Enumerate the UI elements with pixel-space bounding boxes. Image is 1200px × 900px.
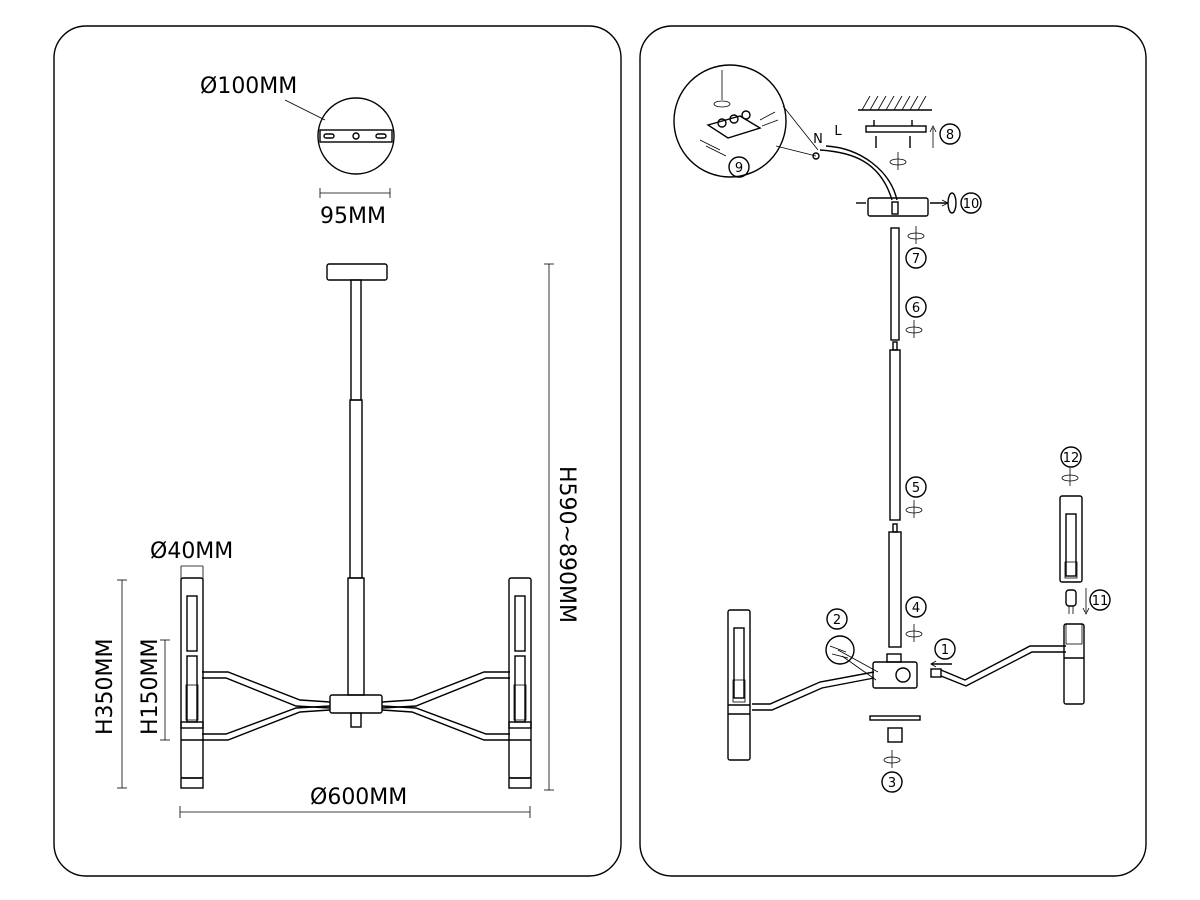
step-10-callout [960,192,982,214]
rotate-icon [883,152,1079,768]
terminal-detail-view [673,64,787,178]
svg-text:1: 1 [941,643,949,658]
svg-text:6: 6 [912,301,920,316]
canopy [326,263,388,281]
total-height-label: H590~890MM [554,466,579,623]
step-6-callout [905,296,927,318]
svg-text:12: 12 [1063,451,1080,466]
shade-diameter-label: Ø40MM [150,539,233,564]
step-1-callout [934,638,956,660]
canopy-diameter-label: Ø100MM [200,74,297,99]
arm-left-lower [202,709,331,741]
step-2-callout [826,608,848,630]
right-arm [940,645,1066,681]
svg-text:5: 5 [912,481,920,496]
rod-sleeve [347,577,365,696]
step-callouts: 1 2 3 4 5 6 7 8 9 10 11 12 [728,123,1111,793]
arm-right-lower [381,709,510,741]
dimension-drawing: Ø100MM 95MM [93,74,579,818]
dimensions-panel [53,25,622,877]
arm-height-outer-label: H350MM [93,639,118,736]
rod-lower [888,531,902,648]
svg-text:10: 10 [963,197,980,212]
wire-detail-view [825,635,855,665]
step-4-callout [905,596,927,618]
hub-cover-plate [869,715,921,721]
svg-text:7: 7 [912,252,920,267]
mounting-bracket [865,125,927,133]
right-shade-base [1063,623,1085,705]
step-5-callout [905,476,927,498]
hub [329,694,383,714]
canopy-nut [947,192,957,214]
mounting-bar [319,129,393,143]
arm-height-inner-label: H150MM [138,639,163,736]
svg-text:11: 11 [1092,594,1109,609]
lower-rod [349,399,363,579]
svg-text:L: L [834,124,842,139]
svg-text:3: 3 [888,776,896,791]
step-3-callout [881,771,903,793]
arm-right-upper [381,671,510,703]
svg-text:4: 4 [912,601,920,616]
step-7-callout [905,247,927,269]
step-11-callout [1089,589,1111,611]
assembly-drawing: N L [673,64,1111,793]
svg-text:8: 8 [946,128,954,143]
canopy-side-view [867,197,929,217]
shade-left [180,577,204,789]
leader-line [284,99,326,121]
left-arm [752,671,875,705]
rod-middle [889,349,901,521]
detached-shade [1059,495,1083,583]
arm-left-upper [202,671,331,703]
step-12-callout [1060,446,1082,468]
supply-wire [819,149,893,201]
g9-bulb-icon [1065,588,1090,615]
hub-finial [887,727,903,743]
svg-text:2: 2 [833,613,841,628]
shade-right [508,577,532,789]
left-shade [727,609,751,761]
assembly-panel [639,25,1147,877]
hub-wires [837,649,879,681]
rod-upper [890,227,900,341]
canopy-top-view [317,97,395,175]
step-8-callout [939,123,961,145]
ceiling [858,95,932,111]
step-9-callout [728,156,750,178]
hole-spacing-label: 95MM [320,204,386,229]
upper-rod [350,279,362,401]
terminal-block [699,70,779,157]
overall-diameter-label: Ø600MM [310,785,407,810]
svg-text:9: 9 [735,161,743,176]
svg-text:N: N [813,132,823,147]
